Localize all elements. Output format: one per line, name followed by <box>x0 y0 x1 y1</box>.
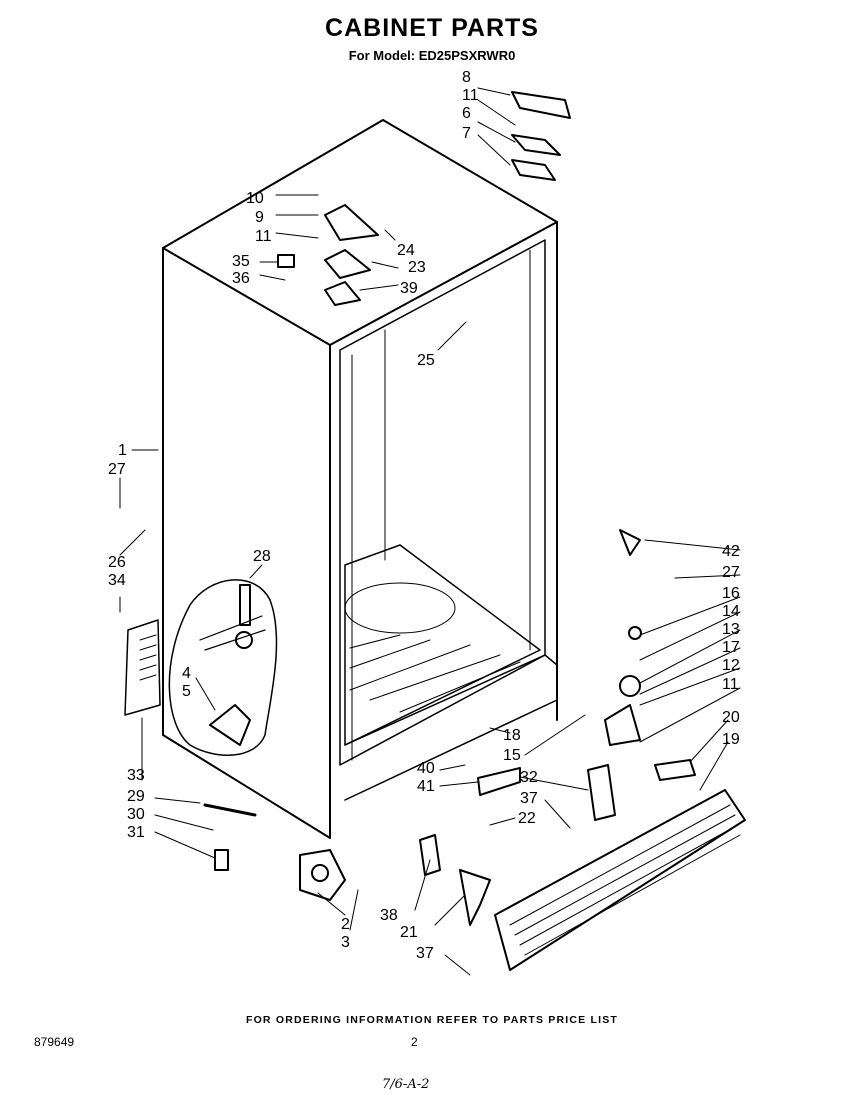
cutaway-view <box>168 579 278 756</box>
callout-33: 33 <box>127 767 145 784</box>
callout-37-b: 37 <box>416 945 434 962</box>
callout-14: 14 <box>722 603 740 620</box>
callout-22: 22 <box>518 810 536 827</box>
callout-36: 36 <box>232 270 250 287</box>
callout-8: 8 <box>462 69 471 86</box>
callout-16: 16 <box>722 585 740 602</box>
callout-29: 29 <box>127 788 145 805</box>
callout-31: 31 <box>127 824 145 841</box>
callout-40: 40 <box>417 760 435 777</box>
callout-19: 19 <box>722 731 740 748</box>
callout-11: 11 <box>462 87 479 104</box>
callout-23: 23 <box>408 259 426 276</box>
callout-15: 15 <box>503 747 521 764</box>
ordering-note: FOR ORDERING INFORMATION REFER TO PARTS … <box>245 1014 619 1026</box>
callout-38: 38 <box>380 907 398 924</box>
callout-2: 2 <box>341 916 350 933</box>
top-hinge-plate <box>511 134 561 156</box>
side-bracket <box>124 619 161 716</box>
callout-25: 25 <box>417 352 435 369</box>
callout-27-b: 27 <box>722 564 740 581</box>
callout-20: 20 <box>722 709 740 726</box>
part-callouts: 8 11 6 7 10 9 11 24 23 35 36 39 25 1 27 … <box>108 69 740 962</box>
callout-42: 42 <box>722 543 740 560</box>
callout-6: 6 <box>462 105 471 122</box>
top-hinge-shim <box>511 159 556 181</box>
callout-11-b: 11 <box>255 228 272 245</box>
callout-3: 3 <box>341 934 350 951</box>
callout-9: 9 <box>255 209 264 226</box>
callout-37: 37 <box>520 790 538 807</box>
callout-18: 18 <box>503 727 521 744</box>
top-hinge-cover <box>511 91 571 119</box>
page-number: 2 <box>411 1035 418 1049</box>
callout-21: 21 <box>400 924 418 941</box>
cabinet-left-side <box>162 247 331 839</box>
document-number: 879649 <box>34 1035 75 1049</box>
callout-5: 5 <box>182 683 191 700</box>
callout-10: 10 <box>246 190 264 207</box>
handwritten-code: 7/6-A-2 <box>382 1077 430 1092</box>
callout-41: 41 <box>417 778 435 795</box>
callout-34: 34 <box>108 572 126 589</box>
toe-grille <box>494 789 746 971</box>
callout-4: 4 <box>182 665 191 682</box>
liner-floor <box>344 544 541 746</box>
page-title: CABINET PARTS <box>325 14 539 42</box>
callout-13: 13 <box>722 621 740 638</box>
callout-24: 24 <box>397 242 415 259</box>
callout-28: 28 <box>253 548 271 565</box>
model-subtitle: For Model: ED25PSXRWR0 <box>348 48 516 63</box>
callout-7: 7 <box>462 125 471 142</box>
callout-11-c: 11 <box>722 676 739 693</box>
callout-1: 1 <box>118 442 127 459</box>
callout-26: 26 <box>108 554 126 571</box>
callout-27: 27 <box>108 461 126 478</box>
cabinet-inner-frame <box>339 239 546 766</box>
callout-30: 30 <box>127 806 145 823</box>
callout-32: 32 <box>520 769 538 786</box>
callout-17: 17 <box>722 639 740 656</box>
callout-12: 12 <box>722 657 740 674</box>
callout-39: 39 <box>400 280 418 297</box>
callout-35: 35 <box>232 253 250 270</box>
